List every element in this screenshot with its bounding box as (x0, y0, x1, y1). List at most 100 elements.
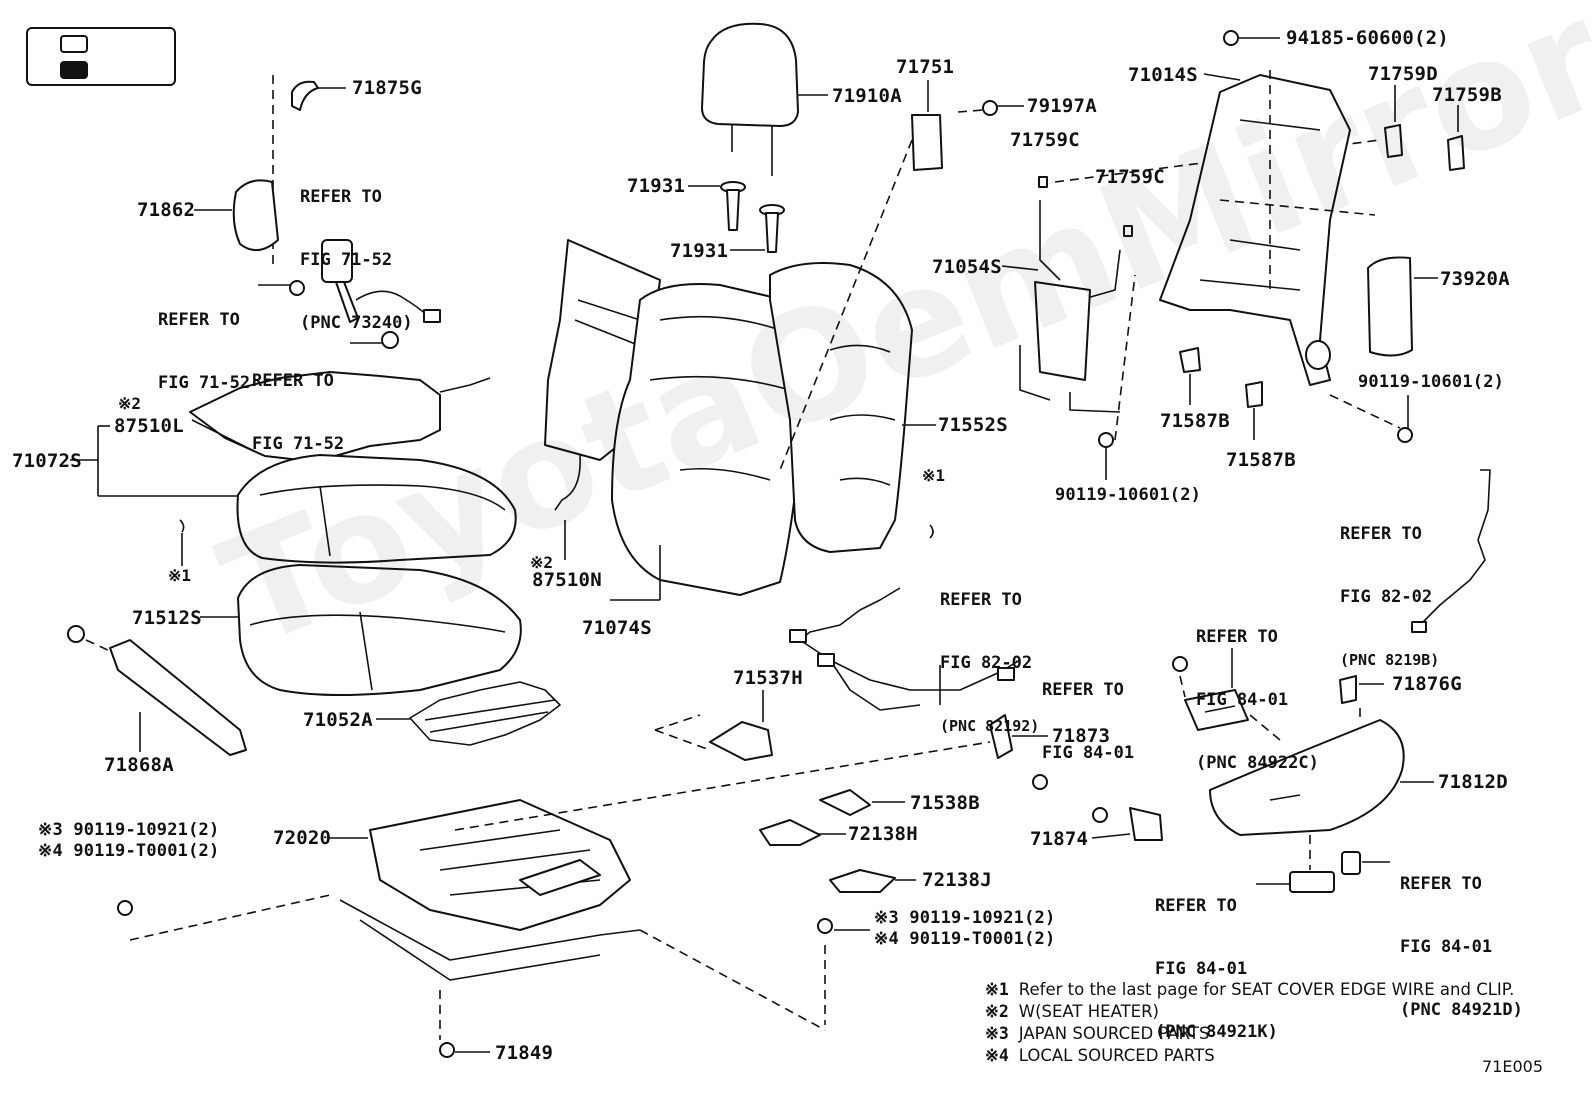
legend-mark: ※4 (985, 1046, 1009, 1065)
part-label-71873[interactable]: 71873 (1052, 725, 1111, 747)
note-mark-2: ※2 (530, 553, 554, 572)
part-label-72020[interactable]: 72020 (273, 827, 332, 849)
part-label-71875G[interactable]: 71875G (352, 77, 422, 99)
part-label-71812D[interactable]: 71812D (1438, 771, 1508, 793)
part-label-71014S[interactable]: 71014S (1128, 64, 1198, 86)
part-label-71759C[interactable]: 71759C (1095, 166, 1165, 188)
part-label-71512S[interactable]: 71512S (132, 607, 202, 629)
refer-to-fig-71-52[interactable]: REFER TO FIG 71-52 (252, 329, 344, 476)
refer-line: FIG 71-52 (158, 373, 251, 393)
legend-text: LOCAL SOURCED PARTS (1018, 1046, 1215, 1065)
seat-adjuster-track-drawing (117, 741, 991, 1058)
bracket-71873-drawing (989, 714, 1048, 790)
legend-mark: ※3 (985, 1024, 1009, 1043)
note-mark-2: ※2 (118, 394, 142, 413)
part-label-71074S[interactable]: 71074S (582, 617, 652, 639)
refer-line: REFER TO (300, 187, 382, 207)
bolt-label-90119-t0001[interactable]: ※4 90119-T0001(2) (38, 841, 220, 861)
part-label-71874[interactable]: 71874 (1030, 828, 1089, 850)
part-label-71552S[interactable]: 71552S (938, 414, 1008, 436)
part-label-71876G[interactable]: 71876G (1392, 673, 1462, 695)
cushion-side-trim-drawing (67, 625, 247, 756)
note-mark-1: ※1 (168, 566, 192, 585)
part-label-71910A[interactable]: 71910A (832, 85, 902, 107)
bracket-71537H-drawing (654, 690, 773, 761)
seat-cover-parts-drawing (759, 789, 916, 893)
refer-line: (PNC 84922C) (1196, 753, 1319, 773)
refer-line: REFER TO (1042, 680, 1124, 700)
seat-side-shield-drawing (1209, 675, 1434, 893)
refer-line: (PNC 8219B) (1340, 651, 1440, 669)
part-label-71931[interactable]: 71931 (670, 240, 729, 262)
refer-line: REFER TO (158, 310, 240, 330)
part-label-71538B[interactable]: 71538B (910, 792, 980, 814)
part-label-71537H[interactable]: 71537H (733, 667, 803, 689)
headrest-drawing (701, 22, 828, 176)
refer-to-fig-84-01[interactable]: REFER TO FIG 84-01 (1042, 638, 1134, 785)
bolt-label-90119-t0001[interactable]: ※4 90119-T0001(2) (874, 929, 1056, 949)
seat-cushion-pad-drawing (200, 564, 522, 696)
seatback-cover-drawing (564, 283, 815, 601)
refer-to-fig-71-52[interactable]: REFER TO FIG 71-52 (158, 268, 250, 415)
part-label-71587B[interactable]: 71587B (1160, 410, 1230, 432)
refer-line: REFER TO (1340, 524, 1422, 544)
frame-hardware-drawings (1098, 30, 1465, 480)
refer-to-fig-71-52-pnc-73240[interactable]: REFER TO FIG 71-52 (PNC 73240) (300, 145, 413, 355)
part-label-73920A[interactable]: 73920A (1440, 268, 1510, 290)
bolt-label-90119-10921[interactable]: ※3 90119-10921(2) (874, 908, 1056, 928)
lumbar-bracket-drawing (779, 80, 1024, 471)
part-label-71862[interactable]: 71862 (137, 199, 196, 221)
upper-trim-drawings (194, 75, 346, 265)
refer-line: REFER TO (1155, 896, 1237, 916)
part-label-71052A[interactable]: 71052A (303, 709, 373, 731)
part-label-72138J[interactable]: 72138J (922, 869, 992, 891)
refer-to-fig-84-01-pnc-84922c[interactable]: REFER TO FIG 84-01 (PNC 84922C) (1196, 585, 1319, 795)
part-label-71587B[interactable]: 71587B (1226, 449, 1296, 471)
indicator-light-key (60, 35, 88, 53)
legend-mark: ※2 (985, 1002, 1009, 1021)
part-label-87510L[interactable]: 87510L (114, 415, 184, 437)
refer-to-fig-84-01-pnc-84921k[interactable]: REFER TO FIG 84-01 (PNC 84921K) (1155, 854, 1278, 1064)
refer-line: REFER TO (252, 371, 334, 391)
refer-line: FIG 82-02 (940, 653, 1033, 673)
part-label-71868A[interactable]: 71868A (104, 754, 174, 776)
part-label-94185-60600[interactable]: 94185-60600(2) (1286, 27, 1449, 49)
legend-item: ※4 LOCAL SOURCED PARTS (985, 1046, 1215, 1065)
seat-switch-drawing (1172, 648, 1281, 741)
part-label-71751[interactable]: 71751 (896, 56, 955, 78)
part-label-71759C[interactable]: 71759C (1010, 129, 1080, 151)
legend-mark: ※1 (985, 980, 1009, 999)
refer-to-fig-82-02-pnc-82192[interactable]: REFER TO FIG 82-02 (PNC 82192) (940, 548, 1039, 758)
refer-to-fig-82-02-pnc-8219b[interactable]: REFER TO FIG 82-02 (PNC 8219B) (1340, 482, 1439, 692)
part-label-71072S[interactable]: 71072S (12, 450, 82, 472)
refer-line: (PNC 84921K) (1155, 1022, 1278, 1042)
refer-line: REFER TO (940, 590, 1022, 610)
bracket-71874-drawing (1091, 807, 1163, 841)
part-label-71054S[interactable]: 71054S (932, 256, 1002, 278)
figure-code: 71E005 (1482, 1057, 1544, 1076)
part-label-71931[interactable]: 71931 (627, 175, 686, 197)
wire-harness-center-drawing (789, 587, 1021, 711)
part-label-71759D[interactable]: 71759D (1368, 63, 1438, 85)
part-label-87510N[interactable]: 87510N (532, 569, 602, 591)
seatback-pad-drawing (769, 261, 936, 553)
part-label-71759B[interactable]: 71759B (1432, 84, 1502, 106)
part-label-90119-10601[interactable]: 90119-10601(2) (1358, 372, 1505, 392)
part-label-79197A[interactable]: 79197A (1027, 95, 1097, 117)
refer-line: FIG 84-01 (1042, 743, 1135, 763)
part-label-72138H[interactable]: 72138H (848, 823, 918, 845)
refer-line: REFER TO (1400, 874, 1482, 894)
part-label-90119-10601[interactable]: 90119-10601(2) (1055, 485, 1202, 505)
bolt-label-90119-10921[interactable]: ※3 90119-10921(2) (38, 820, 220, 840)
refer-line: FIG 84-01 (1400, 937, 1493, 957)
refer-line: REFER TO (1196, 627, 1278, 647)
headrest-guide-drawings (688, 181, 785, 253)
refer-line: (PNC 82192) (940, 717, 1040, 735)
refer-line: FIG 84-01 (1155, 959, 1248, 979)
refer-line: FIG 82-02 (1340, 587, 1433, 607)
part-label-71849[interactable]: 71849 (495, 1042, 554, 1064)
refer-to-fig-84-01-pnc-84921d[interactable]: REFER TO FIG 84-01 (PNC 84921D) (1400, 832, 1523, 1042)
